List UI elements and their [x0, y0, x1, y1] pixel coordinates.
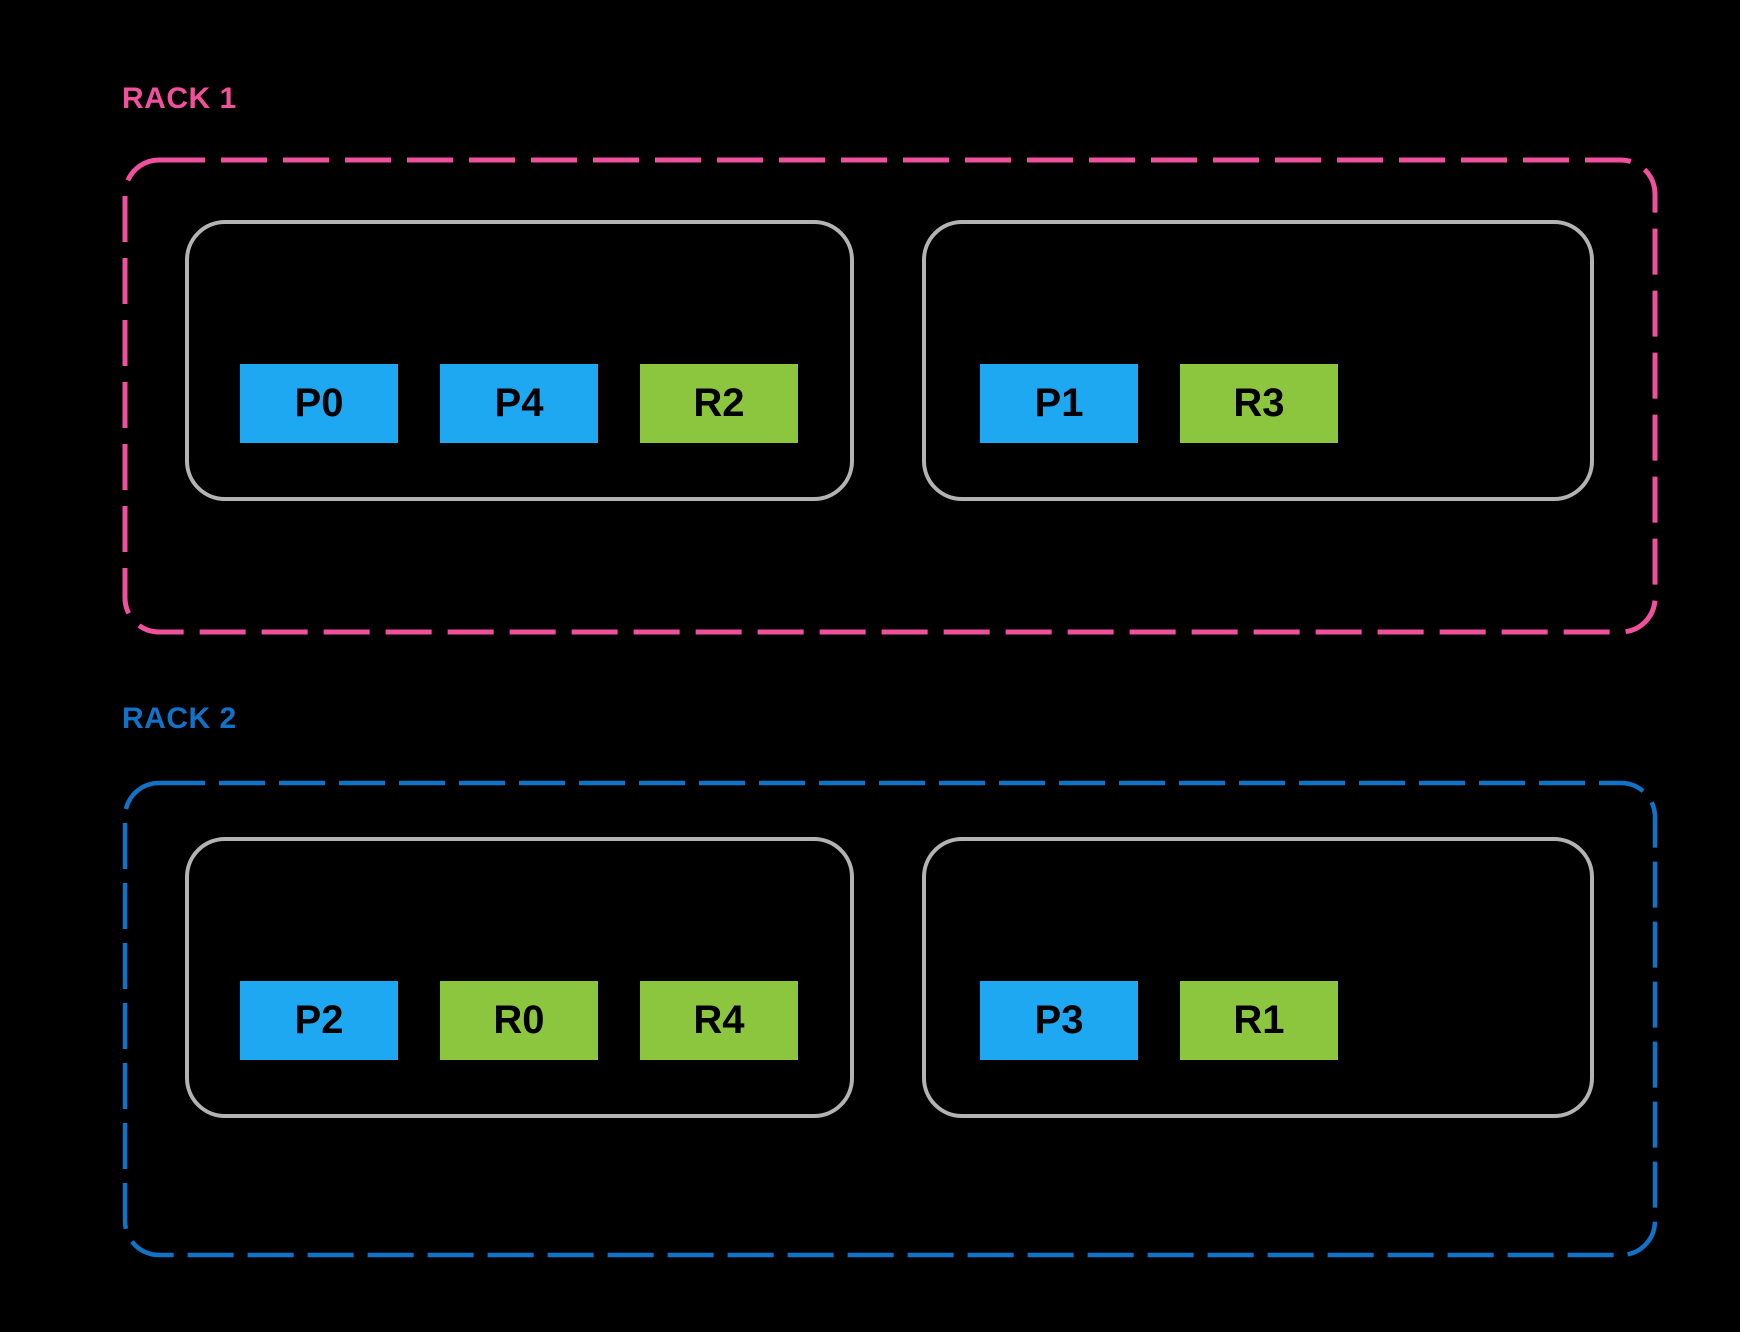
- block-r3: R3: [1180, 364, 1338, 443]
- block-r2: R2: [640, 364, 798, 443]
- rack2-dashed-boundary: [122, 780, 1658, 1258]
- block-r0: R0: [440, 981, 598, 1060]
- rack2-host-2: P3 R1: [922, 837, 1594, 1118]
- rack1-label: RACK 1: [122, 82, 237, 115]
- block-p0: P0: [240, 364, 398, 443]
- rack2-host-1: P2 R0 R4: [185, 837, 854, 1118]
- rack1-dashed-boundary: [122, 157, 1658, 635]
- rack1-host-1: P0 P4 R2: [185, 220, 854, 501]
- block-r4: R4: [640, 981, 798, 1060]
- block-r1: R1: [1180, 981, 1338, 1060]
- block-p3: P3: [980, 981, 1138, 1060]
- block-p1: P1: [980, 364, 1138, 443]
- rack1-host-2: P1 R3: [922, 220, 1594, 501]
- block-p2: P2: [240, 981, 398, 1060]
- block-p4: P4: [440, 364, 598, 443]
- rack2-label: RACK 2: [122, 702, 237, 735]
